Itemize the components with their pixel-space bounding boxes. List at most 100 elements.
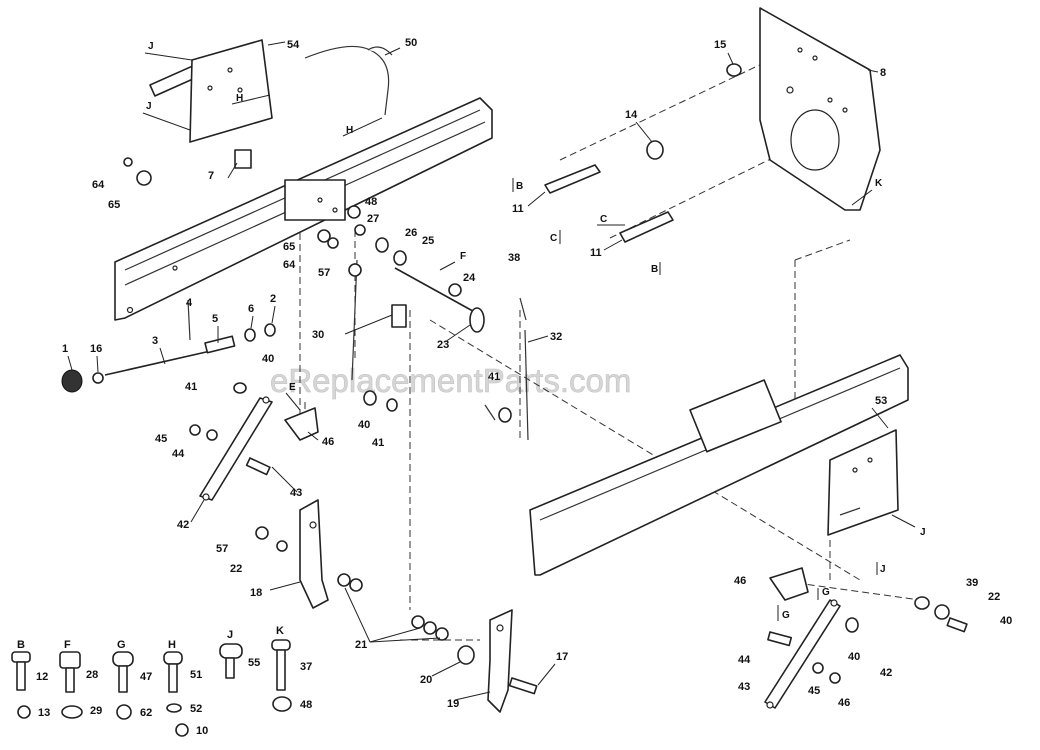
nut-65-left [136,170,152,186]
nut-57-lower [255,526,269,540]
callout-19: 19 [447,698,459,710]
callout-leaders [67,47,889,701]
washer-25 [393,250,407,266]
callout-57-lower: 57 [216,543,228,555]
callout-26: 26 [405,227,417,239]
callout-42-right: 43 [738,681,750,693]
callout-40-center: 40 [358,419,370,431]
nut-45-left [189,424,201,436]
link-42-left [199,396,273,501]
ref-c-left: C [550,233,557,244]
callout-44-left: 44 [172,448,185,460]
legend-g-nut: 62 [140,707,152,719]
callout-8: 8 [880,67,886,79]
callout-27: 27 [367,213,379,225]
ref-b-upper: B [516,181,523,192]
callout-14: 14 [625,109,638,121]
washer-16 [92,372,104,384]
collar-23 [469,307,485,333]
callout-31: 32 [550,331,562,343]
washer-44-right [812,662,824,674]
bracket-46-left [284,407,319,441]
callout-57-upper: 57 [318,267,330,279]
pin-41-center [386,398,398,412]
ref-j-right-lower: J [880,564,886,575]
washer-2 [264,323,276,337]
callout-50: 50 [405,37,417,49]
callout-38: 39 [966,577,978,589]
ref-c-mid: C [600,214,607,225]
bolt-39 [946,617,968,633]
callout-1: 1 [62,343,68,355]
callout-21: 20 [420,674,432,686]
legend-k-nut: 48 [300,699,312,711]
nut-57-upper [348,263,362,277]
callout-25: 25 [422,235,434,247]
bolt-43-right [767,631,793,647]
bracket-30 [391,304,407,328]
bushing-21 [457,645,475,665]
callout-41-lower-right: 42 [880,667,892,679]
pin-32 [519,297,527,321]
rod-31 [524,329,529,441]
nut-15 [726,63,742,77]
callout-6: 6 [248,303,254,315]
legend-h-extra: 10 [196,725,208,737]
legend-b-letter: B [17,639,25,651]
callout-23: 23 [437,339,449,351]
callout-48: 48 [365,196,377,208]
plate-8 [759,7,881,211]
pin-4 [187,299,191,341]
callout-39: 40 [1000,615,1012,627]
right-frame-rail [529,354,909,576]
legend-h-letter: H [168,639,176,651]
callout-46-left: 46 [322,436,334,448]
legend-j-letter: J [227,629,233,641]
nut-38 [914,596,930,610]
washer-44-left [206,429,218,441]
callout-43-right: 44 [738,654,751,666]
bushing-14 [646,140,664,160]
ref-f: F [460,251,466,262]
callout-7: 7 [208,170,214,182]
ref-e: E [289,382,296,393]
callout-5: 5 [212,313,218,325]
reference-letters: J J H H B B C C F E K G G J J [142,41,926,621]
callout-20: 21 [355,639,367,651]
legend-h-nut: 52 [190,703,202,715]
callout-17: 17 [556,651,568,663]
callout-41-right: 41 [488,371,500,383]
callout-labels: 54 50 7 64 65 65 64 48 27 26 25 57 24 38… [62,37,1012,710]
shaft-23 [394,267,481,316]
nut-27 [354,224,366,236]
legend-k-letter: K [276,625,284,637]
callout-22-lower: 22 [230,563,242,575]
callout-65-mid: 65 [283,241,295,253]
callout-2: 2 [270,293,276,305]
callout-64-mid: 64 [283,259,296,271]
pin-41-right [484,404,496,421]
spring-5 [204,335,236,354]
bolt-43-left [245,457,271,476]
callout-18: 18 [250,587,262,599]
ref-g-upper: G [822,587,830,598]
ref-h-right: H [346,125,353,136]
callout-43-left: 43 [290,487,302,499]
washer-40-lower-right [845,617,859,633]
legend-f-letter: F [64,639,71,651]
callout-64-left: 64 [92,179,105,191]
bushing-24 [448,283,462,297]
left-frame-rail [114,59,493,321]
lever-19 [487,609,513,713]
callout-41-center: 41 [372,437,384,449]
washer-40-right [498,407,512,423]
bolt-17 [508,677,538,695]
legend-j-bolt: 55 [248,657,260,669]
callout-11-lower: 11 [590,247,602,259]
callout-40-lower-right: 40 [848,651,860,663]
clip-7 [234,149,252,169]
callout-45-left: 45 [155,433,167,445]
nut-65-mid [317,229,331,243]
legend-k-bolt: 37 [300,661,312,673]
washer-26 [375,237,389,253]
